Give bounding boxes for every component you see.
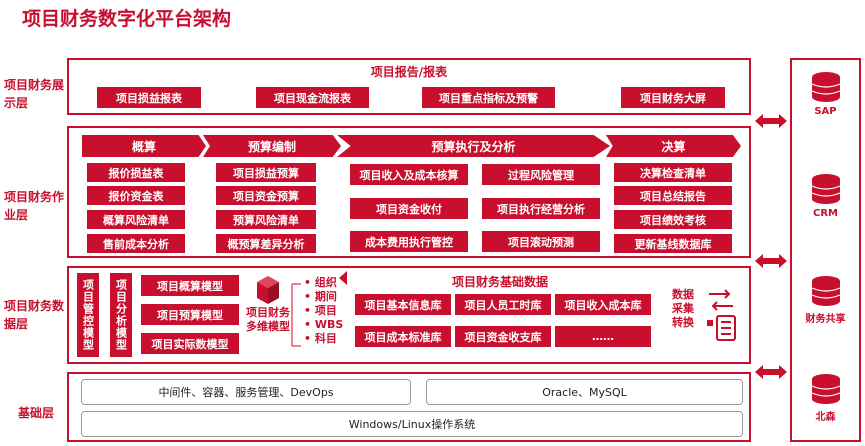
display-item-cashflow-report[interactable]: 项目现金流报表 [256,87,369,108]
base-data-item[interactable]: …… [555,326,651,347]
dims-bracket [291,283,301,347]
work-item[interactable]: 过程风险管理 [482,164,600,185]
system-label: SAP [814,106,837,117]
base-layer-panel: 中间件、容器、服务管理、DevOps Oracle、MySQL Windows/… [67,372,751,442]
database-icon [811,374,840,404]
display-item-big-screen[interactable]: 项目财务大屏 [621,87,725,108]
dim-item: 科目 [304,332,343,346]
work-item[interactable]: 售前成本分析 [87,234,185,253]
stage-execution-analysis[interactable]: 预算执行及分析 [337,135,610,157]
base-layer-label: 基础层 [18,406,55,420]
system-label: 北森 [815,412,836,423]
control-model[interactable]: 项目管控模型 [77,273,99,357]
work-item[interactable]: 报价资金表 [87,186,185,205]
work-item[interactable]: 项目资金预算 [216,186,316,205]
base-data-title: 项目财务基础数据 [451,275,548,289]
system-crm[interactable]: CRM [792,172,859,219]
arrow-left-icon [339,271,347,285]
display-item-pnl-report[interactable]: 项目损益报表 [97,87,201,108]
work-item[interactable]: 项目收入及成本核算 [350,164,468,185]
display-layer-label: 项目财务展示层 [4,78,65,110]
os-box: Windows/Linux操作系统 [81,411,743,437]
work-item[interactable]: 项目资金收付 [350,198,468,219]
base-data-item[interactable]: 项目基本信息库 [355,294,451,315]
base-data-item[interactable]: 项目收入成本库 [555,294,651,315]
system-beisen[interactable]: 北森 [792,372,859,423]
work-item[interactable]: 更新基线数据库 [614,234,732,253]
dim-item: WBS [304,318,343,332]
actuals-model[interactable]: 项目实际数模型 [141,333,239,354]
dim-item: 项目 [304,304,343,318]
display-item-kpi-alerts[interactable]: 项目重点指标及预警 [422,87,555,108]
base-data-item[interactable]: 项目成本标准库 [355,326,451,347]
work-layer-panel: 概算 预算编制 预算执行及分析 决算 报价损益表 报价资金表 概算风险清单 售前… [67,126,751,258]
data-layer-label: 项目财务数据层 [4,299,65,331]
stage-final-accounts[interactable]: 决算 [606,135,741,157]
work-layer-label: 项目财务作业层 [4,190,65,222]
display-header: 项目报告/报表 [370,65,448,79]
display-layer-panel: 项目报告/报表 项目损益报表 项目现金流报表 项目重点指标及预警 项目财务大屏 [67,58,751,115]
system-sap[interactable]: SAP [792,70,859,117]
database-icon [811,174,840,204]
external-systems-panel: SAP CRM 财务共享 北森 [790,58,861,442]
dims-list: 组织 期间 项目 WBS 科目 [304,276,343,346]
budget-model[interactable]: 项目预算模型 [141,304,239,325]
dim-item: 组织 [304,276,343,290]
base-data-item[interactable]: 项目资金收支库 [455,326,551,347]
work-item[interactable]: 项目损益预算 [216,163,316,182]
database-box: Oracle、MySQL [426,379,743,405]
analysis-model[interactable]: 项目分析模型 [110,273,132,357]
double-arrow-icon [755,254,787,268]
system-label: CRM [813,208,838,219]
double-arrow-icon [755,114,787,128]
work-item[interactable]: 项目执行经营分析 [482,198,600,219]
work-item[interactable]: 成本费用执行管控 [350,231,468,252]
work-item[interactable]: 项目滚动预测 [482,231,600,252]
work-item[interactable]: 决算检查清单 [614,163,732,182]
work-item[interactable]: 概预算差异分析 [216,234,316,253]
work-item[interactable]: 报价损益表 [87,163,185,182]
work-item[interactable]: 项目绩效考核 [614,210,732,229]
work-item[interactable]: 预算风险清单 [216,210,316,229]
data-collect-label: 数据采集转换 [672,288,694,329]
stage-estimate[interactable]: 概算 [82,135,206,157]
page-title: 项目财务数字化平台架构 [22,8,232,30]
base-data-item[interactable]: 项目人员工时库 [455,294,551,315]
stage-budgeting[interactable]: 预算编制 [203,135,341,157]
database-icon [811,276,840,306]
double-arrow-icon [755,365,787,379]
data-layer-panel: 项目管控模型 项目分析模型 项目概算模型 项目预算模型 项目实际数模型 项目财务… [67,266,751,364]
multi-dim-model-label: 项目财务多维模型 [246,306,290,333]
work-item[interactable]: 概算风险清单 [87,210,185,229]
middleware-box: 中间件、容器、服务管理、DevOps [81,379,411,405]
estimate-model[interactable]: 项目概算模型 [141,275,239,296]
database-icon [811,72,840,102]
system-finance-shared[interactable]: 财务共享 [792,274,859,325]
data-transform-icon [707,289,736,341]
cube-icon [257,276,279,304]
system-label: 财务共享 [805,314,846,325]
dim-item: 期间 [304,290,343,304]
work-item[interactable]: 项目总结报告 [614,186,732,205]
